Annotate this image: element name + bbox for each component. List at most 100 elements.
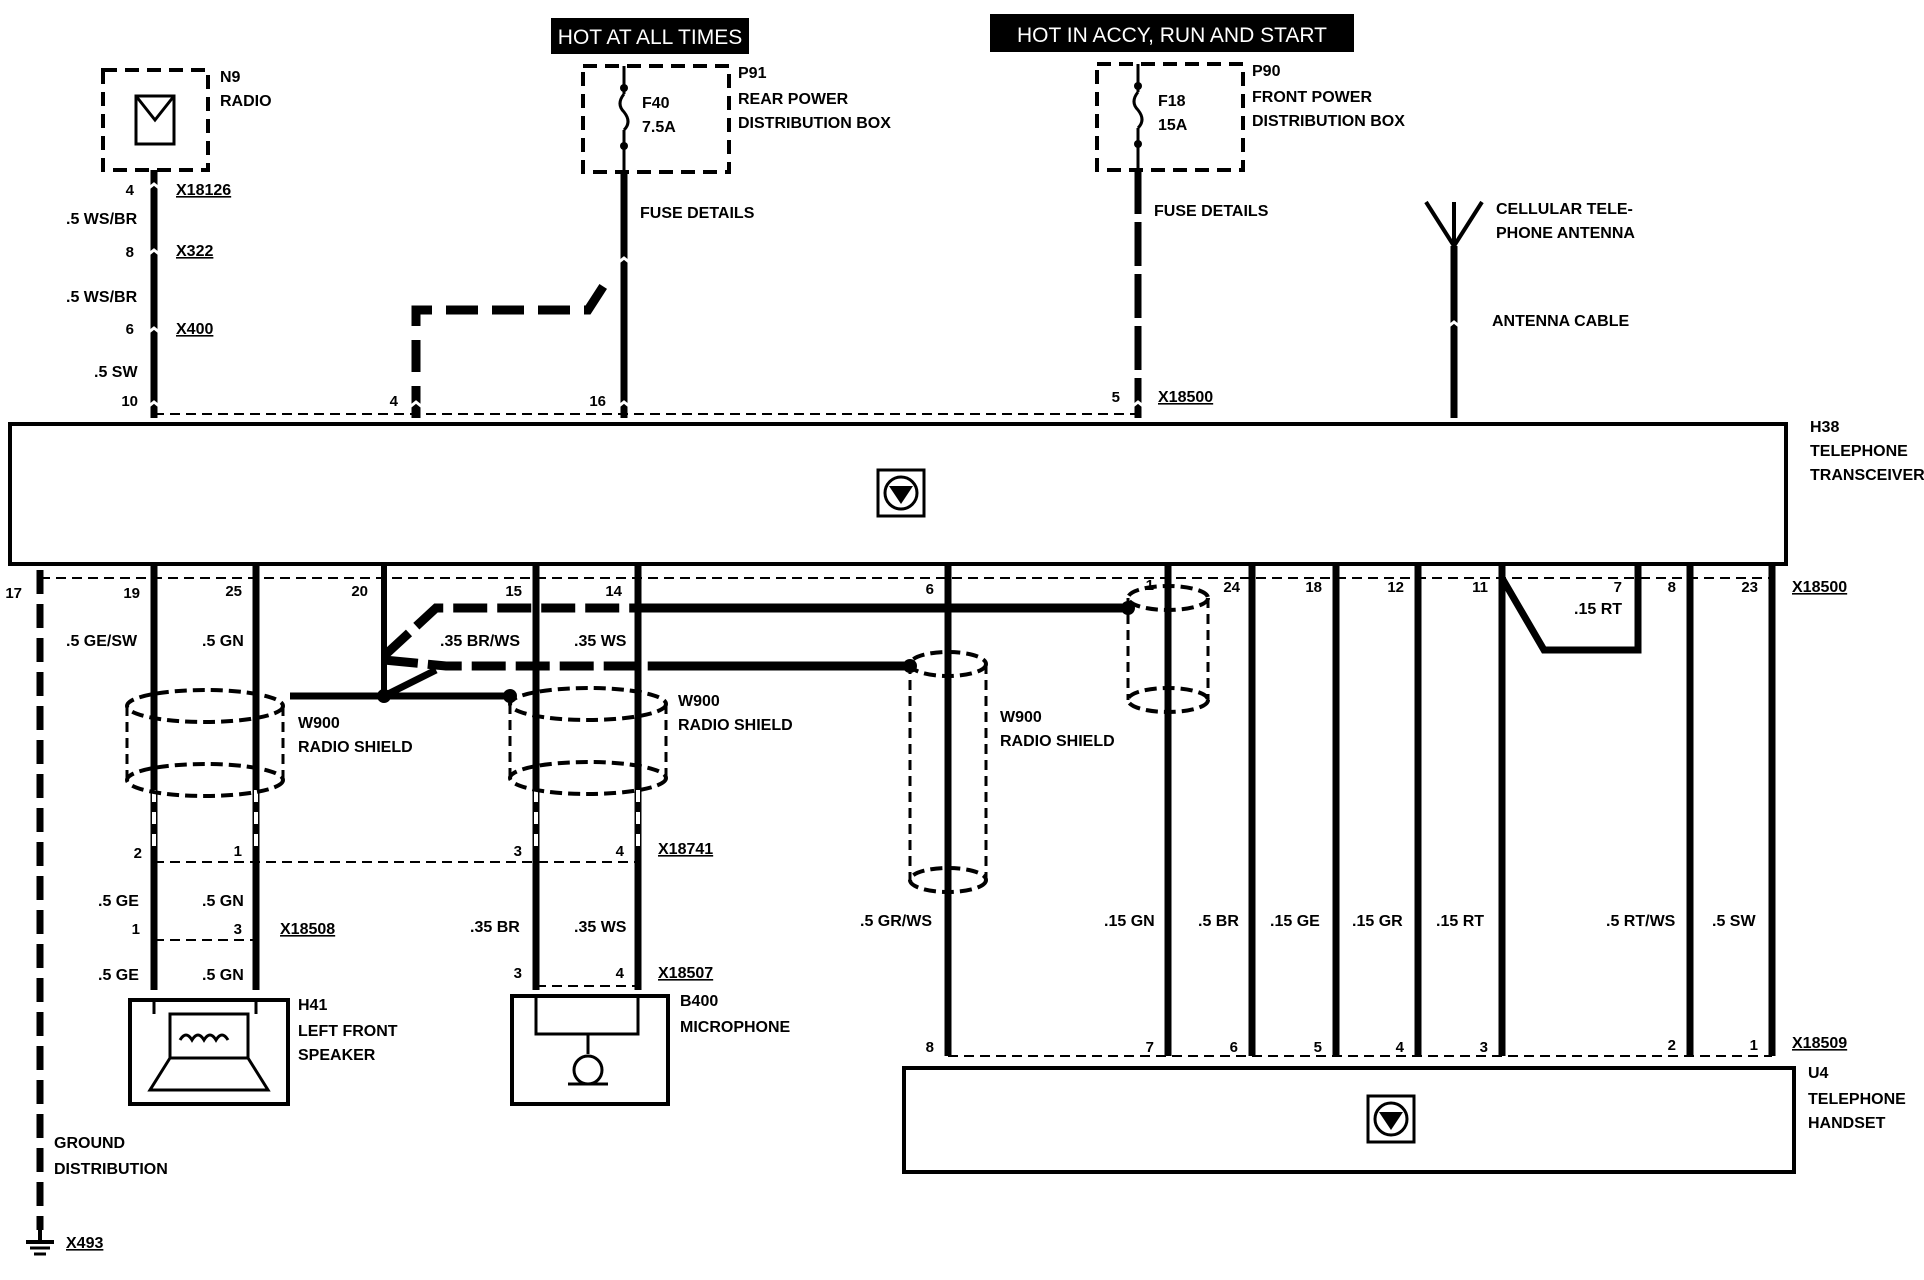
svg-text:HOT AT ALL TIMES: HOT AT ALL TIMES [558, 26, 742, 49]
radio-icon [134, 94, 176, 146]
pin-label: 8 [926, 1039, 934, 1056]
microphone-name: MICROPHONE [680, 1019, 791, 1036]
pin-label: 3 [1480, 1039, 1488, 1056]
fuse-rating: 7.5A [642, 119, 676, 136]
transceiver-name: TRANSCEIVER [1810, 467, 1924, 484]
pin-label: 4 [126, 182, 135, 199]
connector-x18500: X18500 [1792, 579, 1847, 596]
ground-icon [26, 1228, 54, 1256]
wire-label: .5 GE/SW [66, 633, 138, 650]
pin-label: 6 [926, 581, 934, 598]
wire-label: .5 GE [98, 893, 139, 910]
shield-id: W900 [1000, 709, 1042, 726]
pin-label: 2 [134, 845, 142, 862]
fuse-details: FUSE DETAILS [1154, 203, 1269, 220]
banner-hot-in-accy: HOT IN ACCY, RUN AND START [990, 14, 1354, 52]
microphone-component: B400 MICROPHONE [510, 993, 791, 1106]
microphone-id: B400 [680, 993, 718, 1010]
pin-label: 8 [1668, 579, 1676, 596]
box-name: DISTRIBUTION BOX [1252, 113, 1405, 130]
fuse-icon [1132, 64, 1144, 170]
phone-icon [876, 468, 926, 518]
connector-x18126: X18126 [176, 182, 231, 199]
ground-name: DISTRIBUTION [54, 1161, 168, 1178]
box-name: FRONT POWER [1252, 89, 1372, 106]
wire-label: .5 GN [202, 633, 244, 650]
wire-label: .15 RT [1436, 913, 1484, 930]
speaker-name: LEFT FRONT [298, 1023, 398, 1040]
pin-label: 6 [126, 321, 134, 338]
handset-name: HANDSET [1808, 1115, 1886, 1132]
transceiver-id: H38 [1810, 419, 1839, 436]
wire-label: .15 RT [1574, 601, 1622, 618]
pin-label: 5 [1314, 1039, 1322, 1056]
connector-x18741: X18741 [658, 841, 713, 858]
wire-label: .5 SW [94, 364, 138, 381]
box-id: P90 [1252, 63, 1281, 80]
wire-label: .35 BR [470, 919, 520, 936]
connector-x400: X400 [176, 321, 213, 338]
speaker-component: H41 LEFT FRONT SPEAKER [128, 997, 398, 1106]
telephone-handset: U4 TELEPHONE HANDSET [902, 1065, 1906, 1174]
ground-id: X493 [66, 1235, 103, 1252]
box-id: P91 [738, 65, 767, 82]
connector-x18500: X18500 [1158, 389, 1213, 406]
pin-label: 14 [605, 583, 622, 600]
pin-label: 12 [1387, 579, 1404, 596]
fuse-id: F40 [642, 95, 670, 112]
pin-label: 4 [1396, 1039, 1405, 1056]
pin-label: 8 [126, 244, 134, 261]
radio-shield [508, 686, 668, 796]
pin-label: 2 [1668, 1037, 1676, 1054]
wire-label: .35 BR/WS [440, 633, 520, 650]
pin-label: 18 [1305, 579, 1322, 596]
shield-name: RADIO SHIELD [678, 717, 793, 734]
transceiver-name: TELEPHONE [1810, 443, 1908, 460]
pin-label: 17 [5, 585, 22, 602]
radio-shield [908, 650, 988, 894]
microphone-icon [534, 996, 640, 1086]
pin-label: 1 [1750, 1037, 1758, 1054]
pin-label: 19 [123, 585, 140, 602]
wire-label: .15 GR [1352, 913, 1403, 930]
jumper-wire [1498, 564, 1642, 654]
pin-label: 1 [234, 843, 242, 860]
box-name: REAR POWER [738, 91, 849, 108]
pin-label: 3 [514, 843, 522, 860]
wire-label: .35 WS [574, 633, 627, 650]
antenna-name: PHONE ANTENNA [1496, 225, 1635, 242]
fuse-rating: 15A [1158, 117, 1188, 134]
pin-label: 4 [616, 965, 625, 982]
radio-id: N9 [220, 69, 241, 86]
antenna-icon [1424, 200, 1484, 250]
pin-label: 10 [121, 393, 138, 410]
wire-label: .15 GE [1270, 913, 1320, 930]
pin-label: 7 [1146, 1039, 1154, 1056]
radio-name: RADIO [220, 93, 272, 110]
dashed-link [411, 273, 614, 418]
rear-power-box: F40 7.5A P91 REAR POWER DISTRIBUTION BOX… [581, 64, 891, 222]
pin-label: 23 [1741, 579, 1758, 596]
pin-label: 3 [514, 965, 522, 982]
wire-label: .5 GN [202, 967, 244, 984]
pin-label: 4 [390, 393, 399, 410]
ground-name: GROUND [54, 1135, 125, 1152]
radio-wire [143, 170, 165, 418]
shield-id: W900 [678, 693, 720, 710]
wire-label: .5 GE [98, 967, 139, 984]
shield-id: W900 [298, 715, 340, 732]
connector-x18509: X18509 [1792, 1035, 1847, 1052]
pin-label: 5 [1112, 389, 1120, 406]
wire-label: .5 GN [202, 893, 244, 910]
pin-label: 24 [1223, 579, 1240, 596]
telephone-transceiver: H38 TELEPHONE TRANSCEIVER [8, 419, 1924, 566]
pin-label: 1 [132, 921, 140, 938]
speaker-id: H41 [298, 997, 327, 1014]
wire-label: .5 BR [1198, 913, 1239, 930]
wire-label: .35 WS [574, 919, 627, 936]
banner-hot-at-all-times: HOT AT ALL TIMES [551, 18, 749, 54]
pin-label: 3 [234, 921, 242, 938]
wire-label: .5 WS/BR [66, 289, 138, 306]
antenna-cable-label: ANTENNA CABLE [1492, 313, 1630, 330]
